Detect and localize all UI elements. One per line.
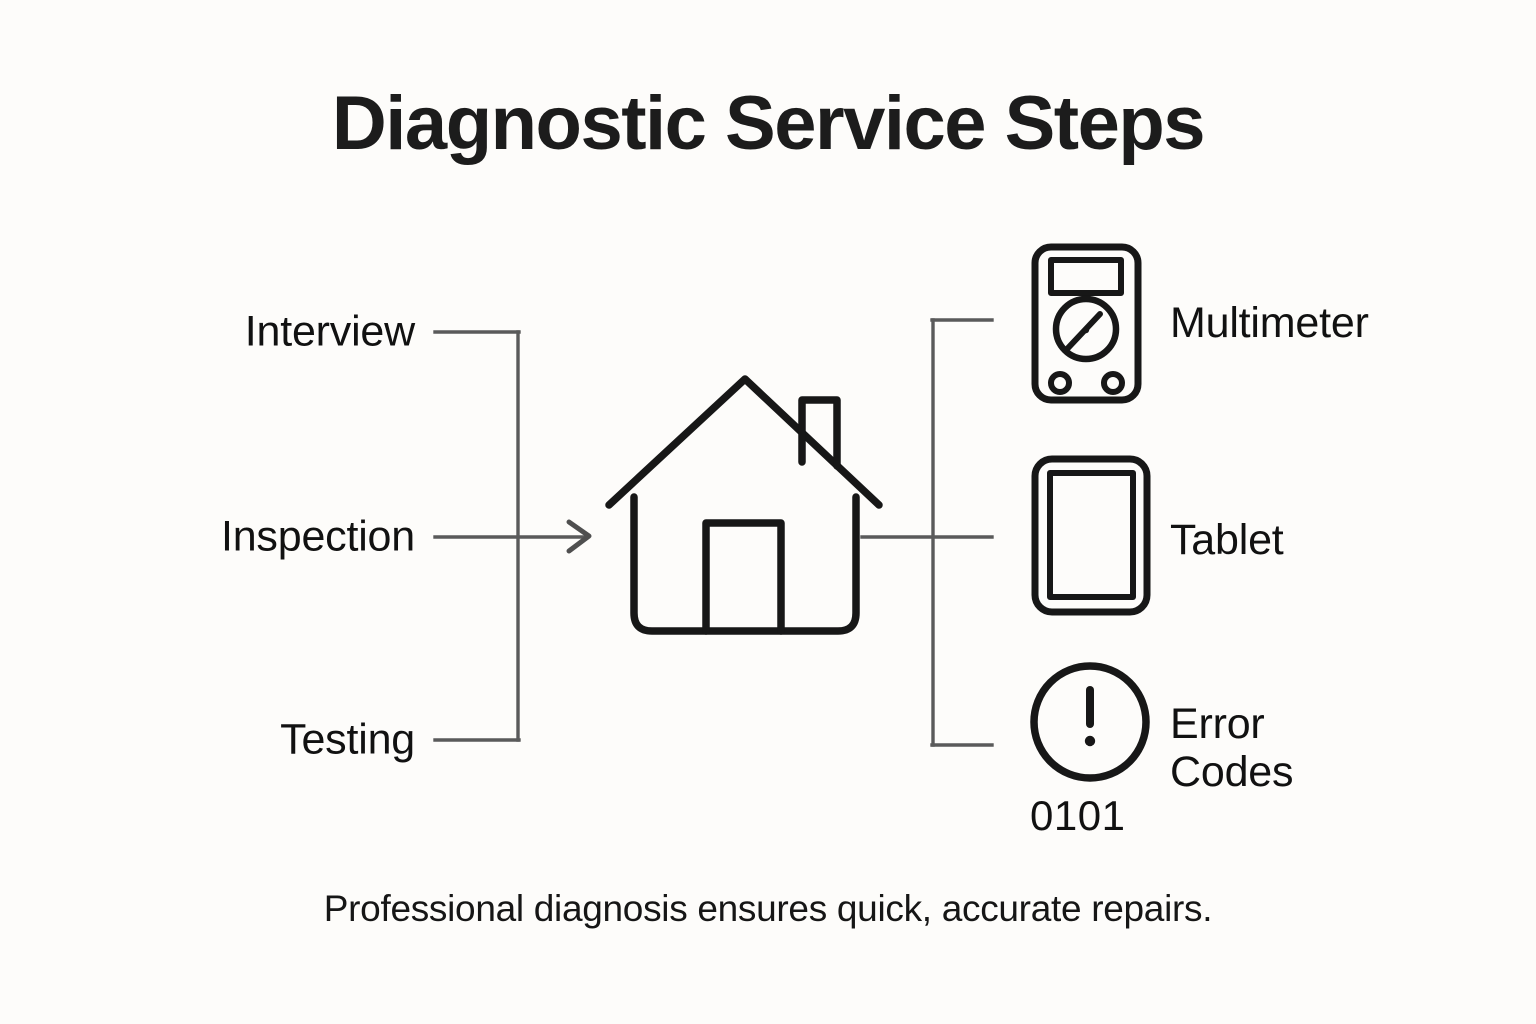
house-walls — [630, 493, 860, 635]
tool-label-error-codes: Error Codes — [1170, 699, 1294, 796]
tablet-screen — [1047, 470, 1136, 600]
house-door — [702, 519, 785, 635]
step-label-interview: Interview — [40, 308, 415, 357]
error-code-sample: 0101 — [1030, 792, 1126, 839]
multimeter-probe-jack-right — [1101, 371, 1125, 395]
page-caption: Professional diagnosis ensures quick, ac… — [323, 888, 1213, 929]
tool-label-tablet: Tablet — [1170, 516, 1284, 564]
page-title: Diagnostic Service Steps — [331, 81, 1206, 166]
step-label-testing-text: Testing — [280, 715, 415, 764]
tablet-body — [1031, 455, 1151, 616]
multimeter-probe-jack-left — [1048, 371, 1072, 395]
error-circle — [1030, 662, 1150, 782]
tool-label-error-codes-line1: Error — [1170, 699, 1265, 748]
tool-label-tablet-line1: Tablet — [1170, 515, 1284, 564]
step-label-inspection: Inspection — [40, 513, 415, 562]
step-label-interview-text: Interview — [244, 307, 415, 356]
step-label-inspection-text: Inspection — [220, 512, 415, 561]
tool-label-multimeter: Multimeter — [1170, 299, 1369, 347]
house-chimney — [798, 396, 841, 470]
multimeter-needle-hub — [1082, 326, 1090, 334]
tool-label-multimeter-line1: Multimeter — [1170, 298, 1369, 347]
arrow-right-icon — [566, 519, 592, 554]
tool-label-error-codes-line2: Codes — [1170, 748, 1294, 796]
step-label-testing: Testing — [40, 716, 415, 765]
multimeter-dial — [1052, 295, 1120, 363]
error-exclamation-dot — [1084, 735, 1096, 747]
multimeter-display — [1048, 257, 1124, 296]
multimeter-body — [1031, 243, 1142, 404]
